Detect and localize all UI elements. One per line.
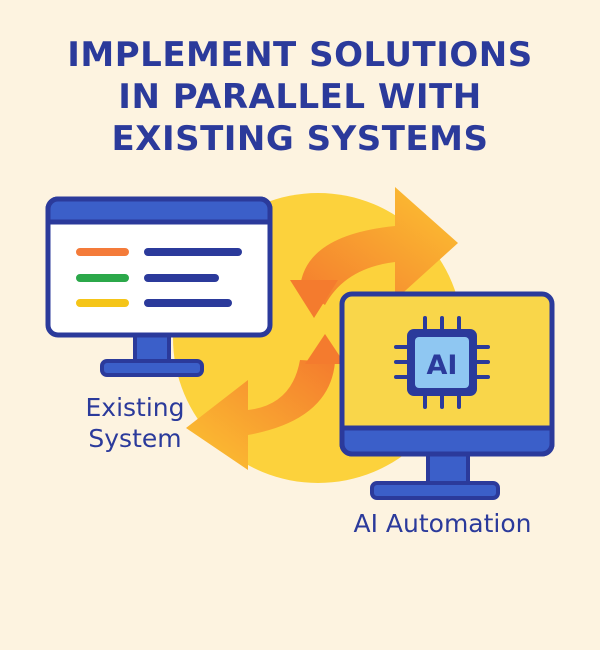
ai-automation-label: AI Automation (353, 509, 532, 538)
list-lines (76, 248, 242, 307)
chip-text: AI (427, 350, 458, 381)
arrow-bottom-tip (305, 334, 345, 364)
title-line-2: IN PARALLEL WITH (118, 77, 482, 117)
monitor-icon: AI (339, 291, 555, 500)
monitor-icon (45, 196, 273, 377)
monitor-stand (370, 481, 500, 500)
existing-label-line-1: Existing (85, 393, 185, 422)
sync-arrows-icon (186, 187, 458, 470)
arrow-top-tip (290, 280, 338, 318)
existing-label-line-2: System (88, 424, 182, 453)
title-line-1: IMPLEMENT SOLUTIONS (67, 35, 533, 75)
monitor-bottom-bar (339, 425, 555, 457)
ai-chip-icon: AI (394, 316, 490, 409)
chip-face (415, 337, 469, 388)
title-line-3: EXISTING SYSTEMS (111, 119, 489, 159)
monitor-neck (426, 450, 470, 488)
page-title: IMPLEMENT SOLUTIONS IN PARALLEL WITH EXI… (0, 34, 600, 160)
monitor-stand (100, 359, 204, 377)
existing-system-label: Existing System (70, 392, 200, 454)
arrow-to-existing (186, 360, 335, 470)
monitor-title-bar (45, 196, 273, 225)
arrow-to-ai (300, 187, 458, 305)
